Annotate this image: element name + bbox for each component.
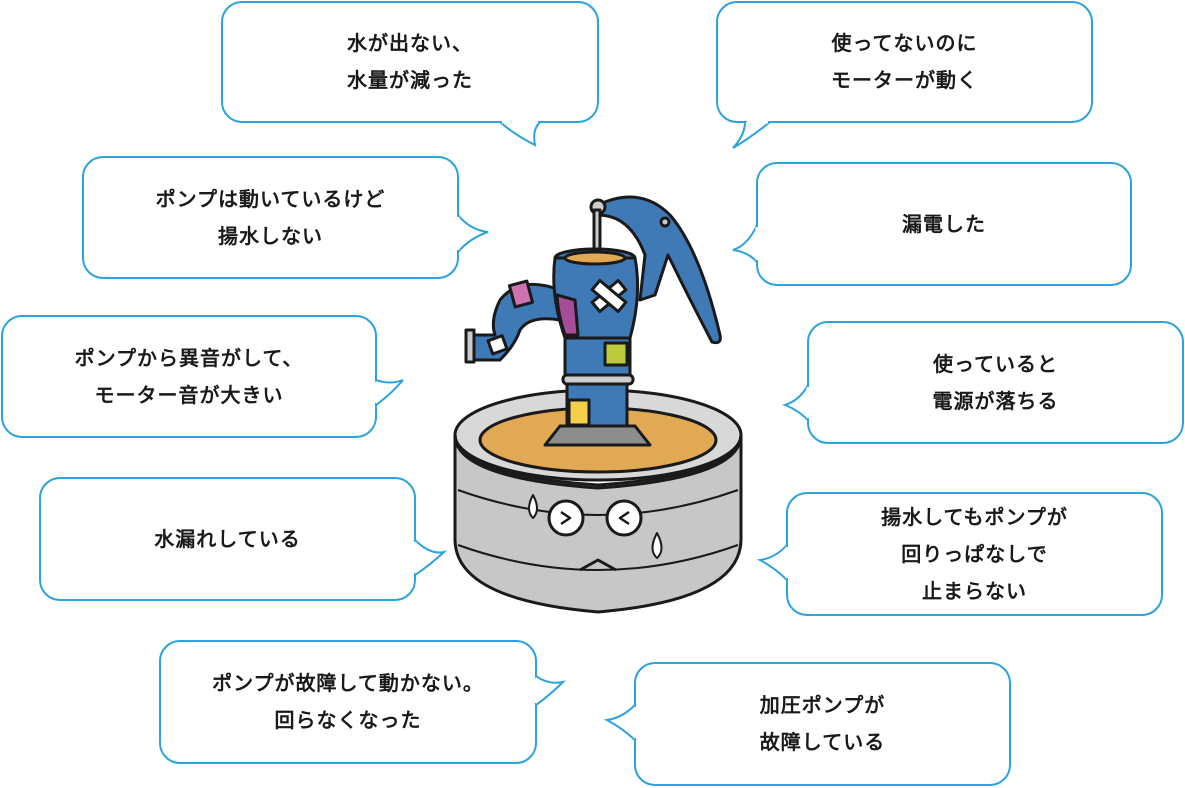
bubble-line: ポンプから異音がして、 [74,345,304,370]
bubble-no-pumping: ポンプは動いているけど 揚水しない [83,157,458,278]
bubble-line: 回りっぱなしで [901,541,1048,566]
bubble-line: 故障している [759,730,886,754]
bubble-line: ポンプは動いているけど [155,186,386,211]
bubble-tail [535,675,567,706]
bubble-nonstop: 揚水してもポンプが 回りっぱなしで 止まらない [787,493,1162,615]
bubble-line: 揚水しない [218,223,323,248]
bubble-line: 使っていると [933,351,1058,376]
left-eye [547,499,585,537]
bubble-line: 揚水してもポンプが [881,504,1068,529]
bubble-line: モーター音が大きい [94,382,284,407]
bubble-line: 電源が落ちる [932,388,1059,413]
bubble-leakage: 漏電した [757,163,1131,285]
bubble-broken: ポンプが故障して動かない。 回らなくなった [160,641,536,763]
tear-drop [651,532,663,559]
bubble-line: ポンプが故障して動かない。 [212,671,484,695]
sweat-drop [528,494,538,519]
bubble-shape [756,162,1132,286]
pump-base [543,424,652,447]
bubble-tail [732,224,758,263]
bubble-line: モーターが動く [831,68,978,92]
bubble-shape [39,477,416,601]
bubble-noise: ポンプから異音がして、 モーター音が大きい [2,316,376,437]
bubble-tail [375,379,404,406]
bubble-shape [1,315,377,438]
bubble-line: 回らなくなった [274,708,422,732]
bubble-water-leak: 水漏れしている [40,478,415,600]
bubble-tail [414,539,448,576]
frown-mouth [579,558,617,572]
bubble-tail [499,121,541,147]
bubble-line: 止まらない [922,578,1027,603]
bubble-tail [782,384,809,421]
bubble-shape [221,1,599,123]
bubble-shape [807,321,1184,444]
bubble-line: 水量が減った [347,68,473,92]
bubble-motor-runs: 使ってないのに モーターが動く [717,2,1092,122]
bubble-line: 水が出ない、 [347,31,473,55]
well-pump-illustration [453,195,743,614]
pump-handle [596,195,722,345]
bubble-tail [603,704,636,741]
bubble-tail [732,121,771,149]
right-eye [605,499,643,537]
bubble-power-trip: 使っていると 電源が落ちる [808,322,1183,443]
bubble-tail [457,214,489,253]
bubble-shape [716,1,1093,123]
bubble-booster-broken: 加圧ポンプが 故障している [635,663,1010,785]
bubble-line: 加圧ポンプが [759,693,886,717]
bubble-line: 水漏れしている [154,526,301,551]
bubble-line: 使ってないのに [831,31,978,55]
bubble-line: 漏電した [902,211,986,236]
bubble-no-water: 水が出ない、 水量が減った [222,2,598,122]
bubble-tail [756,544,788,581]
